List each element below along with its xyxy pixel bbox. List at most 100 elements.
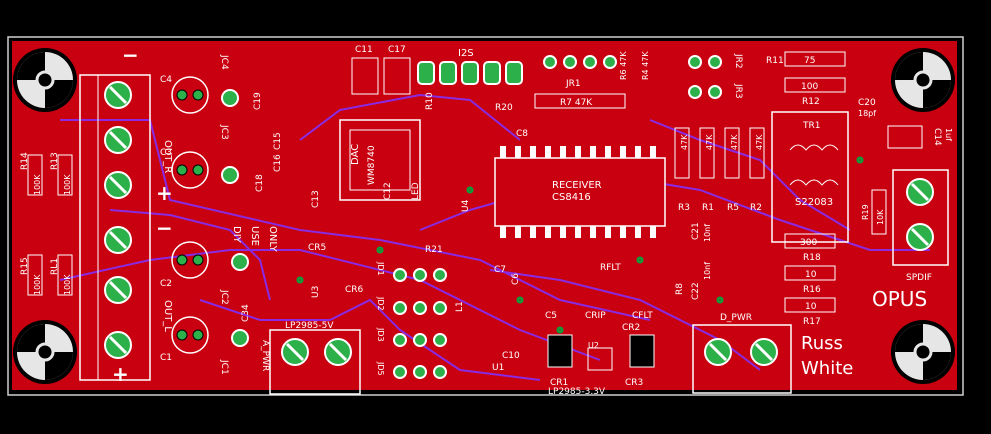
c16-label: C16 xyxy=(273,154,283,172)
r21-label: R21 xyxy=(425,245,443,255)
only-label: ONLY xyxy=(267,226,278,253)
d-pwr-label: D_PWR xyxy=(720,313,752,323)
cr5-label: CR5 xyxy=(308,243,326,253)
r20-label: R20 xyxy=(495,103,513,113)
cr6-label: CR6 xyxy=(345,285,364,295)
out-r-label: OUT_R xyxy=(162,140,173,173)
receiver-chip xyxy=(494,146,666,238)
l1-label: L1 xyxy=(455,301,465,312)
tr1-label: TR1 xyxy=(802,121,820,131)
left-resistors xyxy=(27,154,73,296)
d-pwr-connector xyxy=(692,324,792,394)
r15-label: R15 xyxy=(20,257,30,275)
r10-label: R10 xyxy=(425,92,435,110)
cr1-label: CR1 xyxy=(550,378,568,388)
jc-test-points xyxy=(221,89,249,347)
c13-label: C13 xyxy=(311,190,321,208)
r5-label: R5 xyxy=(727,203,739,213)
r16-r19 xyxy=(784,189,887,313)
tr1-part-label: S22083 xyxy=(795,197,833,208)
c21-value: 10nf xyxy=(703,224,712,242)
vias xyxy=(296,156,864,334)
output-terminal-block xyxy=(79,74,151,381)
jr1-label: JR1 xyxy=(565,79,581,89)
c19-label: C19 xyxy=(253,92,263,110)
r18-value: 300 xyxy=(800,238,817,248)
c22-value: 10nf xyxy=(703,262,712,280)
r14-label: R14 xyxy=(20,152,30,170)
c34-label: C34 xyxy=(241,304,251,322)
c10-label: C10 xyxy=(502,351,520,361)
r16-label: R16 xyxy=(803,285,821,295)
a-pwr-connector xyxy=(269,329,361,395)
c12-label: C12 xyxy=(383,182,393,200)
r11-r12 xyxy=(784,51,846,93)
c6-label: C6 xyxy=(511,273,521,285)
jd5-label: JD5 xyxy=(376,361,385,376)
jc1-label: JC1 xyxy=(219,359,229,375)
dac-part-label: WM8740 xyxy=(367,145,377,185)
terminal-plus-label: + xyxy=(112,362,129,386)
receiver-label: RECEIVER xyxy=(552,180,602,191)
jc3-label: JC3 xyxy=(219,124,229,140)
c18-label: C18 xyxy=(255,174,265,192)
u2-label: U2 xyxy=(588,341,599,350)
r11-value: 75 xyxy=(804,56,815,66)
rl1-value: 100K xyxy=(63,274,72,295)
c5-label: C5 xyxy=(545,311,557,321)
i2s-label: I2S xyxy=(458,48,474,59)
r7-label: R7 47K xyxy=(560,98,593,108)
c14-body xyxy=(887,125,923,149)
c11-label: C11 xyxy=(355,45,373,55)
terminal-minus-label: − xyxy=(122,43,139,67)
r4-label: R4 47K xyxy=(641,51,650,80)
spdif-label: SPDIF xyxy=(906,273,932,283)
r7-body xyxy=(534,93,626,109)
cr2-label: CR2 xyxy=(622,323,640,333)
c20-value: 18pf xyxy=(858,109,876,118)
jd1-label: JD1 xyxy=(376,261,385,276)
r2-value: 47K xyxy=(755,134,764,150)
use-label: USE xyxy=(249,226,260,246)
c11-c17-caps xyxy=(351,57,411,95)
c14-label: C14 xyxy=(932,128,942,146)
electrolytic-caps xyxy=(171,76,209,354)
center-minus-label: − xyxy=(156,216,173,240)
a-pwr-label: A_PWR xyxy=(260,340,270,371)
author-last: White xyxy=(801,358,853,379)
c15-label: C15 xyxy=(273,132,283,150)
cr3-label: CR3 xyxy=(625,378,643,388)
r15-value: 100K xyxy=(33,274,42,295)
r18-label: R18 xyxy=(803,253,821,263)
lp2985-33v-label: LP2985-3.3V xyxy=(548,387,606,397)
r17-label: R17 xyxy=(803,317,821,327)
c8-label: C8 xyxy=(516,129,528,139)
r6-label: R6 47K xyxy=(619,51,628,80)
rflt-label: RFLT xyxy=(600,263,621,273)
reg-33v xyxy=(547,334,655,371)
jc2-label: JC2 xyxy=(219,289,229,305)
r1-value: 47K xyxy=(705,134,714,150)
i2s-header xyxy=(417,61,523,85)
c17-label: C17 xyxy=(388,45,406,55)
r5-value: 47K xyxy=(730,134,739,150)
c4-label: C4 xyxy=(160,75,172,85)
board-outline xyxy=(7,36,964,396)
out-l-label: OUT_L xyxy=(162,300,173,332)
c21-label: C21 xyxy=(691,222,701,240)
r12-value: 100 xyxy=(801,82,818,92)
jr3-label: JR3 xyxy=(733,83,743,99)
dac-label: DAC xyxy=(350,144,361,165)
c22-label: C22 xyxy=(691,282,701,300)
crip-label: CRIP xyxy=(585,311,606,321)
diy-label: DIY xyxy=(231,226,242,244)
jr2-label: JR2 xyxy=(733,53,743,69)
transformer xyxy=(771,111,849,243)
c2-label: C2 xyxy=(160,279,172,289)
u1-label: U1 xyxy=(492,363,504,373)
lp2985-5v-label: LP2985-5V xyxy=(285,321,334,331)
u3-label: U3 xyxy=(311,286,321,298)
r3-value: 47K xyxy=(680,134,689,150)
c14-value: 1uf xyxy=(944,128,953,141)
r14-value: 100K xyxy=(33,174,42,195)
